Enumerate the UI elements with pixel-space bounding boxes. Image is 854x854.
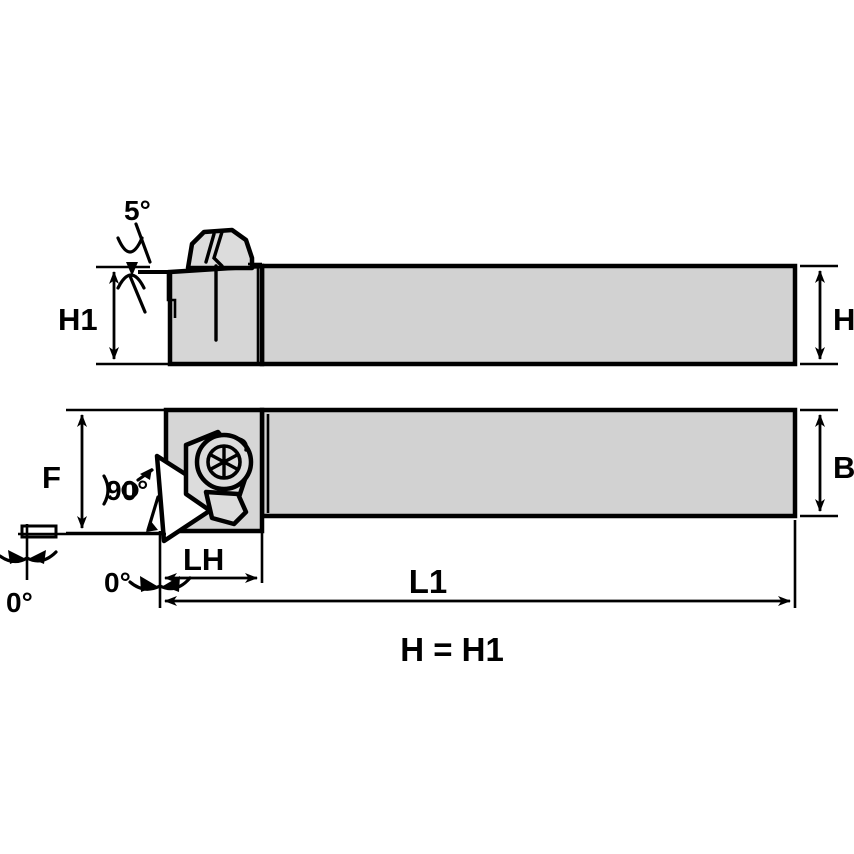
label-angle-0-left: 0° (6, 587, 33, 618)
detail-hole (121, 481, 139, 499)
label-angle-0-right: 0° (104, 567, 131, 598)
angle-5-leader-lower (128, 274, 147, 314)
label-angle-5: 5° (124, 195, 151, 226)
label-H: H (833, 302, 854, 337)
dimension-H1: H1 (58, 265, 175, 366)
plan-view: F B 90° (0, 407, 854, 668)
angle-5-arc-lower (116, 273, 146, 290)
screw-torx-socket (209, 446, 239, 478)
label-H1: H1 (58, 302, 98, 337)
angle-0-left-arrow-b (30, 550, 46, 564)
label-LH: LH (183, 542, 224, 577)
shank-body-plan-view (259, 407, 798, 519)
clamp-groove-line-b (212, 230, 224, 268)
screw-socket-outer (206, 444, 242, 480)
label-angle-90: 90° (106, 475, 148, 506)
screw-head-highlight (234, 436, 248, 452)
detail-hole-arc (102, 474, 110, 506)
dimension-LH: LH (158, 531, 264, 608)
label-F: F (42, 460, 61, 495)
shank-body-top-view (259, 263, 798, 367)
angle-callout-0deg-right: 0° (104, 567, 192, 598)
tool-symbol-rect (20, 524, 58, 539)
cutting-edge-detail-line (166, 274, 177, 318)
clamp-profile-top-view (185, 227, 255, 271)
angle-90-arrow-left (140, 468, 152, 480)
clamp-nose-plan-view (203, 489, 249, 527)
angle-5-arrow (126, 262, 138, 276)
dimension-L1: L1 (164, 520, 797, 608)
angle-5-arc-upper (116, 236, 144, 254)
angle-callout-0deg-left: 0° (0, 524, 58, 618)
label-L1: L1 (409, 563, 448, 600)
angle-0-right-arrow-a (140, 576, 157, 592)
angle-callout-5deg: 5° (116, 195, 152, 314)
clamp-groove-line-a (204, 232, 216, 264)
note-H-equals-H1: H = H1 (400, 631, 504, 668)
angle-90-arrow-down (146, 520, 158, 532)
side-elevation-view: H1 H 5° (58, 195, 854, 367)
angle-5-leader-upper (134, 222, 152, 264)
dimension-B: B (800, 408, 854, 518)
dimension-H: H (800, 264, 854, 366)
angle-0-left-arrow-a (8, 550, 24, 564)
label-B: B (833, 450, 854, 485)
angle-callout-90deg: 90° (106, 468, 160, 532)
